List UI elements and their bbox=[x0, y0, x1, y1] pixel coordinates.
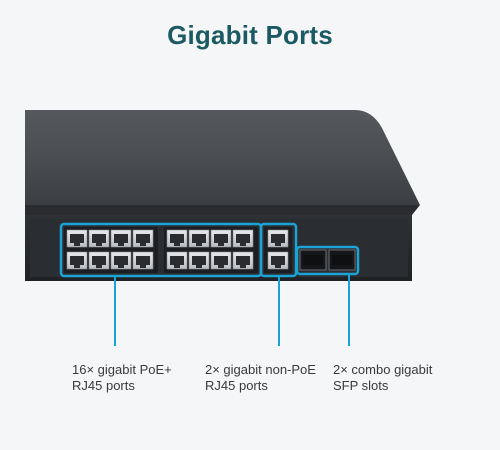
page-title: Gigabit Ports bbox=[167, 20, 333, 50]
rj45-port bbox=[232, 251, 254, 270]
callout-poe-line1: 16× gigabit PoE+ bbox=[72, 362, 172, 377]
rj45-port bbox=[110, 251, 132, 270]
callout-poe-line2: RJ45 ports bbox=[72, 378, 135, 393]
rj45-port bbox=[166, 251, 188, 270]
rj45-port bbox=[66, 229, 88, 248]
rj45-port bbox=[166, 229, 188, 248]
rj45-port bbox=[110, 229, 132, 248]
rj45-port bbox=[267, 229, 289, 248]
rj45-port bbox=[210, 229, 232, 248]
rj45-port bbox=[188, 251, 210, 270]
callout-poe-ports: 16× gigabit PoE+ RJ45 ports bbox=[72, 362, 172, 394]
sfp-slots bbox=[299, 249, 356, 271]
switch-top bbox=[25, 110, 420, 205]
rj45-port bbox=[88, 251, 110, 270]
switch-lip bbox=[25, 205, 420, 215]
sfp-highlight-box bbox=[295, 245, 360, 276]
rj45-port bbox=[88, 229, 110, 248]
rj45-port bbox=[66, 251, 88, 270]
rj45-port bbox=[210, 251, 232, 270]
callout-sfp-line1: 2× combo gigabit bbox=[333, 362, 433, 377]
rj45-port bbox=[267, 251, 289, 270]
callout-non-poe-line2: RJ45 ports bbox=[205, 378, 268, 393]
rj45-port bbox=[132, 251, 154, 270]
rj45-port bbox=[132, 229, 154, 248]
callout-non-poe-line1: 2× gigabit non-PoE bbox=[205, 362, 316, 377]
callout-non-poe-ports: 2× gigabit non-PoE RJ45 ports bbox=[205, 362, 316, 394]
rj45-port bbox=[232, 229, 254, 248]
callout-sfp-line2: SFP slots bbox=[333, 378, 389, 393]
callout-sfp-slots: 2× combo gigabit SFP slots bbox=[333, 362, 432, 394]
rj45-port bbox=[188, 229, 210, 248]
